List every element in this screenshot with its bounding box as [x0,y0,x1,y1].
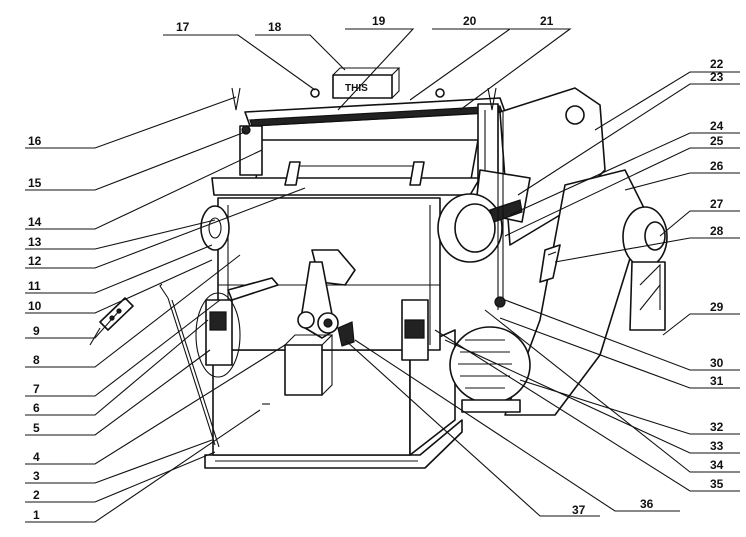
label-12: 12 [28,254,42,268]
label-5: 5 [33,421,40,435]
motor [449,326,531,413]
label-13: 13 [28,235,42,249]
label-8: 8 [33,353,40,367]
label-15: 15 [28,176,42,190]
label-18: 18 [268,20,282,34]
label-20: 20 [463,14,477,28]
label-37: 37 [572,503,586,517]
label-34: 34 [710,458,724,472]
pulley [437,193,523,263]
label-31: 31 [710,374,724,388]
label-23: 23 [710,70,724,84]
base-plate [204,419,463,469]
display-text: THIS [345,83,368,94]
label-10: 10 [28,299,42,313]
label-32: 32 [710,420,724,434]
label-4: 4 [33,450,40,464]
label-2: 2 [33,488,40,502]
right-slide [401,299,429,361]
label-30: 30 [710,356,724,370]
label-9: 9 [33,324,40,338]
label-6: 6 [33,401,40,415]
gear-stand [622,206,668,331]
label-16: 16 [28,134,42,148]
label-14: 14 [28,215,42,229]
label-36: 36 [640,497,654,511]
label-7: 7 [33,382,40,396]
label-29: 29 [710,300,724,314]
control-box: THIS [332,67,401,99]
label-11: 11 [28,279,41,293]
label-1: 1 [33,508,40,522]
label-28: 28 [710,224,724,238]
part-labels: 1 2 3 4 5 6 7 8 9 10 11 12 13 14 15 16 1… [28,14,724,522]
toggle-linkage [297,249,356,347]
platen [211,139,481,196]
label-35: 35 [710,477,724,491]
leader-lines [25,28,740,523]
label-3: 3 [33,469,40,483]
label-33: 33 [710,439,724,453]
label-17: 17 [176,20,190,34]
label-26: 26 [710,159,724,173]
detail-circle [195,292,241,378]
left-slide [205,277,279,366]
label-19: 19 [372,14,386,28]
label-22: 22 [710,57,724,71]
label-27: 27 [710,197,724,211]
pedal-block [284,334,334,396]
label-21: 21 [540,14,554,28]
left-handwheel [200,205,230,251]
label-25: 25 [710,134,724,148]
lower-body [212,329,456,456]
label-24: 24 [710,119,724,133]
right-rods [494,110,506,310]
